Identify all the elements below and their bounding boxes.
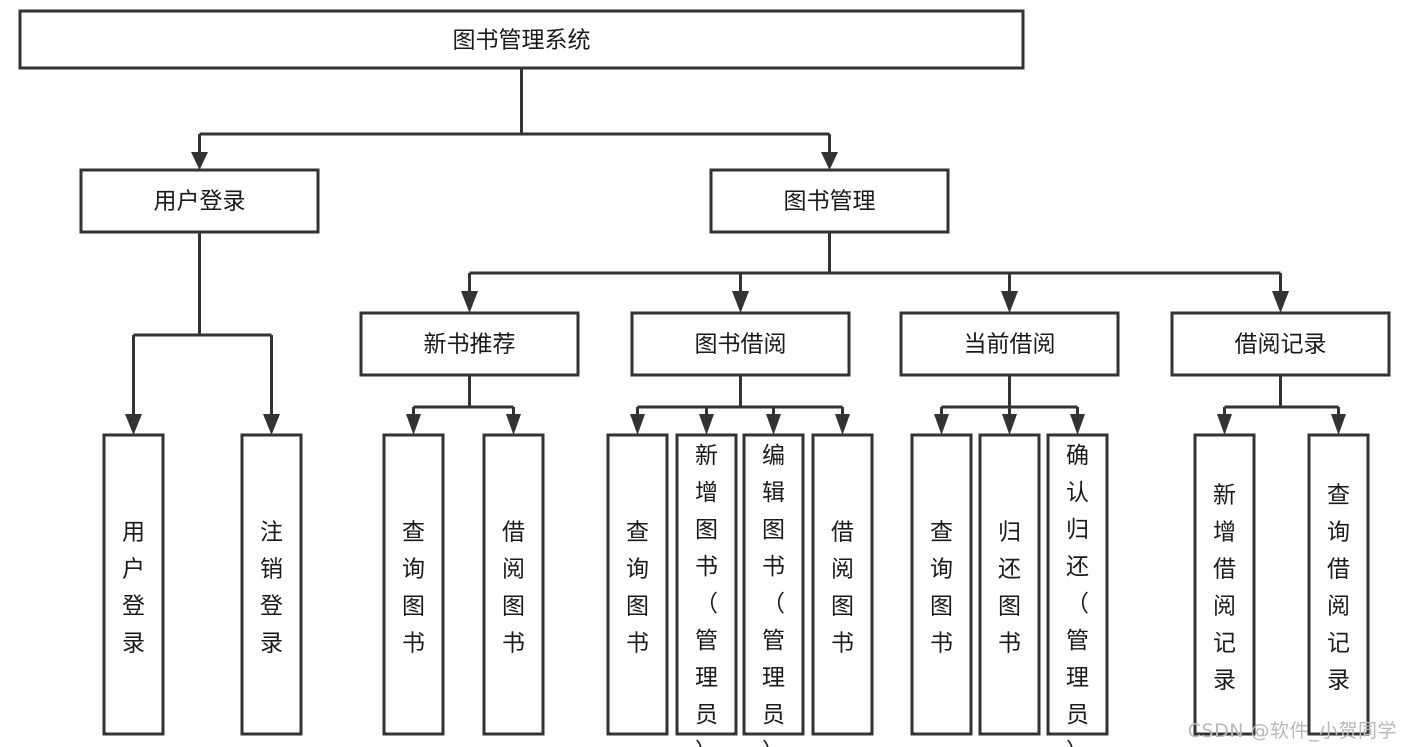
node-leaf-borrow-book-2[interactable] bbox=[811, 433, 874, 736]
node-leaf-logout-label: 注销登录 bbox=[260, 519, 283, 656]
arrowhead-leaf-query-book-3 bbox=[934, 414, 949, 435]
node-leaf-query-book-2[interactable] bbox=[606, 433, 669, 736]
node-user-login[interactable]: 用户登录 bbox=[79, 168, 320, 234]
node-leaf-query-book-2-box[interactable] bbox=[606, 433, 669, 736]
node-leaf-edit-book-box[interactable] bbox=[742, 433, 805, 736]
node-current-borrow[interactable]: 当前借阅 bbox=[899, 311, 1120, 377]
node-leaf-add-book-label: 新增图书（管理员） bbox=[695, 443, 718, 747]
arrowhead-leaf-logout bbox=[263, 414, 280, 435]
arrowhead-borrow-record bbox=[1272, 291, 1289, 313]
arrowhead-leaf-add-record bbox=[1217, 414, 1232, 435]
node-leaf-add-record-box[interactable] bbox=[1193, 433, 1256, 736]
node-book-borrow-label: 图书借阅 bbox=[695, 332, 787, 358]
node-leaf-confirm-return-label: 确认归还（管理员） bbox=[1066, 443, 1089, 747]
node-leaf-return-book-box[interactable] bbox=[978, 433, 1041, 736]
node-current-borrow-label: 当前借阅 bbox=[964, 332, 1056, 358]
node-root-label: 图书管理系统 bbox=[453, 28, 591, 54]
node-new-book-rec-label: 新书推荐 bbox=[424, 332, 516, 358]
node-leaf-borrow-book-1-box[interactable] bbox=[482, 433, 545, 736]
node-leaf-query-record-label: 查询借阅记录 bbox=[1327, 482, 1350, 693]
node-leaf-query-book-1[interactable] bbox=[382, 433, 445, 736]
node-leaf-borrow-book-1[interactable] bbox=[482, 433, 545, 736]
node-leaf-query-record[interactable] bbox=[1307, 433, 1370, 736]
node-leaf-user-login-label: 用户登录 bbox=[122, 519, 145, 656]
node-leaf-borrow-book-2-box[interactable] bbox=[811, 433, 874, 736]
node-leaf-borrow-book-2-label: 借阅图书 bbox=[831, 519, 854, 656]
arrowhead-leaf-return-book bbox=[1002, 414, 1017, 435]
node-book-manage-label: 图书管理 bbox=[784, 189, 876, 215]
node-book-manage-box[interactable] bbox=[709, 168, 950, 234]
node-user-login-box[interactable] bbox=[79, 168, 320, 234]
node-root[interactable]: 图书管理系统 bbox=[18, 9, 1025, 70]
arrowhead-leaf-borrow-book-1 bbox=[506, 414, 521, 435]
node-new-book-rec-box[interactable] bbox=[359, 311, 580, 377]
node-leaf-user-login-box[interactable] bbox=[102, 433, 165, 736]
node-leaf-query-book-3-label: 查询图书 bbox=[930, 519, 953, 656]
arrowhead-leaf-edit-book bbox=[766, 414, 781, 435]
node-leaf-add-book[interactable] bbox=[675, 433, 738, 736]
arrowhead-new-book-rec bbox=[461, 291, 478, 313]
node-leaf-query-record-box[interactable] bbox=[1307, 433, 1370, 736]
node-book-borrow[interactable]: 图书借阅 bbox=[630, 311, 851, 377]
arrowhead-current-borrow bbox=[1001, 291, 1018, 313]
arrowhead-leaf-query-book-1 bbox=[406, 414, 421, 435]
node-leaf-logout-box[interactable] bbox=[240, 433, 303, 736]
node-current-borrow-box[interactable] bbox=[899, 311, 1120, 377]
node-leaf-query-book-3-box[interactable] bbox=[910, 433, 973, 736]
arrowhead-leaf-borrow-book-2 bbox=[835, 414, 850, 435]
node-user-login-label: 用户登录 bbox=[154, 189, 246, 215]
node-new-book-rec[interactable]: 新书推荐 bbox=[359, 311, 580, 377]
node-root-box[interactable] bbox=[18, 9, 1025, 70]
arrowhead-book-borrow bbox=[732, 291, 749, 313]
node-leaf-edit-book-label: 编辑图书（管理员） bbox=[762, 443, 785, 747]
node-leaf-query-book-1-label: 查询图书 bbox=[402, 519, 425, 656]
node-book-borrow-box[interactable] bbox=[630, 311, 851, 377]
node-leaf-query-book-2-label: 查询图书 bbox=[626, 519, 649, 656]
node-leaf-confirm-return[interactable] bbox=[1046, 433, 1109, 736]
leaf-labels-layer: 用户登录 注销登录 查询图书 借阅图书 查询图书 新增图书（管理员） 编辑图书（管理员） 借阅… bbox=[122, 443, 1350, 747]
node-leaf-confirm-return-box[interactable] bbox=[1046, 433, 1109, 736]
node-leaf-edit-book[interactable] bbox=[742, 433, 805, 736]
node-borrow-record-label: 借阅记录 bbox=[1235, 332, 1327, 358]
arrowhead-leaf-add-book bbox=[699, 414, 714, 435]
connectors-layer bbox=[125, 68, 1346, 435]
node-borrow-record[interactable]: 借阅记录 bbox=[1170, 311, 1391, 377]
node-leaf-add-record[interactable] bbox=[1193, 433, 1256, 736]
arrowhead-leaf-confirm-return bbox=[1070, 414, 1085, 435]
node-leaf-add-record-label: 新增借阅记录 bbox=[1213, 482, 1236, 693]
arrowhead-leaf-user-login bbox=[125, 414, 142, 435]
node-leaf-return-book-label: 归还图书 bbox=[998, 519, 1021, 656]
node-borrow-record-box[interactable] bbox=[1170, 311, 1391, 377]
arrowhead-leaf-query-book-2 bbox=[630, 414, 645, 435]
node-leaf-query-book-1-box[interactable] bbox=[382, 433, 445, 736]
node-book-manage[interactable]: 图书管理 bbox=[709, 168, 950, 234]
node-leaf-return-book[interactable] bbox=[978, 433, 1041, 736]
node-leaf-add-book-box[interactable] bbox=[675, 433, 738, 736]
arrowhead-leaf-query-record bbox=[1331, 414, 1346, 435]
arrowhead-book-manage bbox=[821, 152, 838, 170]
node-leaf-borrow-book-1-label: 借阅图书 bbox=[502, 519, 525, 656]
node-leaf-query-book-3[interactable] bbox=[910, 433, 973, 736]
node-leaf-logout[interactable] bbox=[240, 433, 303, 736]
node-leaf-user-login[interactable] bbox=[102, 433, 165, 736]
arrowhead-user-login bbox=[191, 152, 208, 170]
